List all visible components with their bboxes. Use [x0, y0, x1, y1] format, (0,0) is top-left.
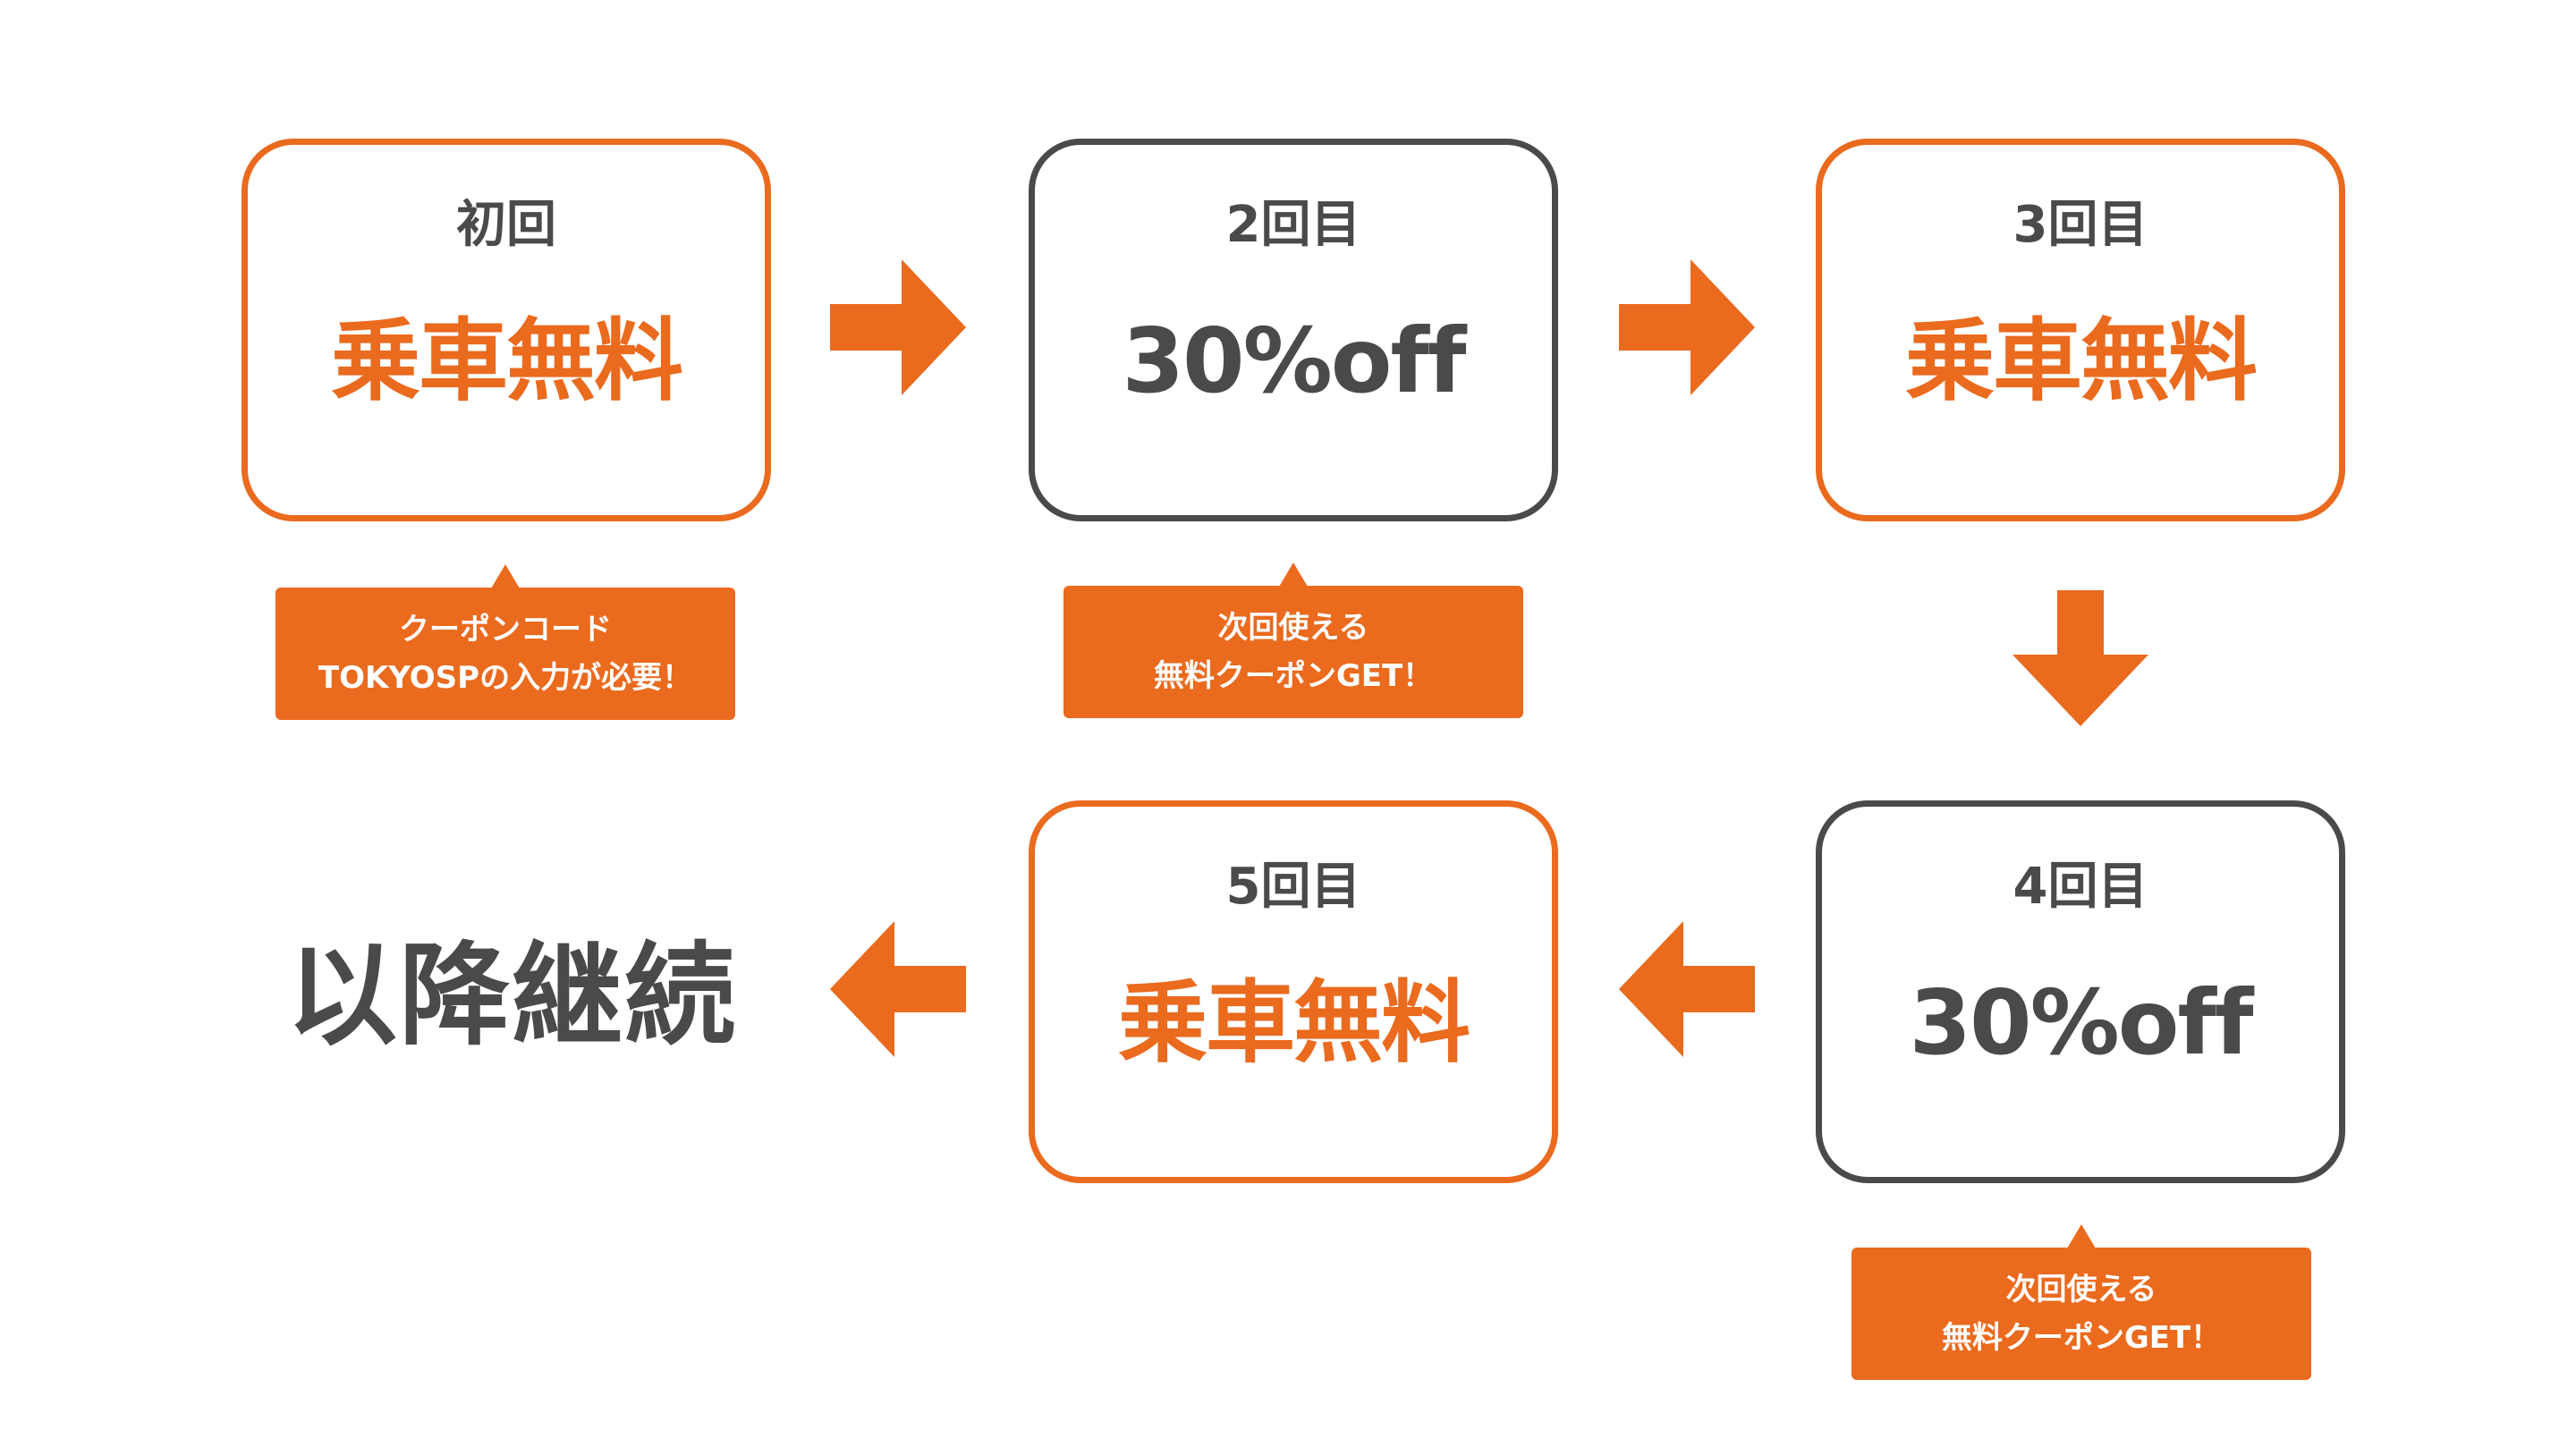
- step-card-5: 5回目 乗車無料: [1029, 800, 1558, 1183]
- callout-3-line-2: 無料クーポンGET！: [1941, 1320, 2222, 1356]
- step-title-3: 3回目: [2012, 196, 2148, 254]
- step-title-2: 2回目: [1225, 196, 1361, 254]
- step-card-1: 初回 乗車無料: [242, 139, 771, 521]
- step-value-4: 30%off: [1909, 970, 2253, 1075]
- callout-next-coupon-2: 次回使える 無料クーポンGET！: [1852, 1224, 2311, 1380]
- step-value-1: 乗車無料: [331, 309, 683, 413]
- left-arrow-icon: [1619, 921, 1755, 1057]
- step-value-2: 30%off: [1122, 309, 1466, 413]
- right-arrow-icon: [1619, 259, 1755, 395]
- step-card-3: 3回目 乗車無料: [1816, 139, 2345, 521]
- continuation-label: 以降継続: [286, 932, 738, 1061]
- callout-next-coupon-1: 次回使える 無料クーポンGET！: [1063, 563, 1523, 718]
- step-title-4: 4回目: [2012, 858, 2148, 916]
- callout-coupon-code: クーポンコード TOKYOSPの入力が必要！: [275, 564, 735, 720]
- step-value-3: 乗車無料: [1905, 309, 2258, 413]
- step-card-4: 4回目 30%off: [1816, 800, 2345, 1183]
- down-arrow-icon: [2012, 590, 2148, 726]
- callout-1-line-2: TOKYOSPの入力が必要！: [318, 660, 693, 696]
- callout-2-line-2: 無料クーポンGET！: [1153, 658, 1434, 694]
- callout-2-line-1: 次回使える: [1217, 610, 1369, 646]
- step-title-1: 初回: [456, 196, 556, 254]
- step-card-2: 2回目 30%off: [1029, 139, 1558, 521]
- left-arrow-icon: [830, 921, 966, 1057]
- step-value-5: 乗車無料: [1118, 970, 1470, 1075]
- callout-1-line-1: クーポンコード: [399, 612, 612, 647]
- callout-3-line-1: 次回使える: [2005, 1272, 2157, 1307]
- step-title-5: 5回目: [1225, 858, 1361, 916]
- right-arrow-icon: [830, 259, 966, 395]
